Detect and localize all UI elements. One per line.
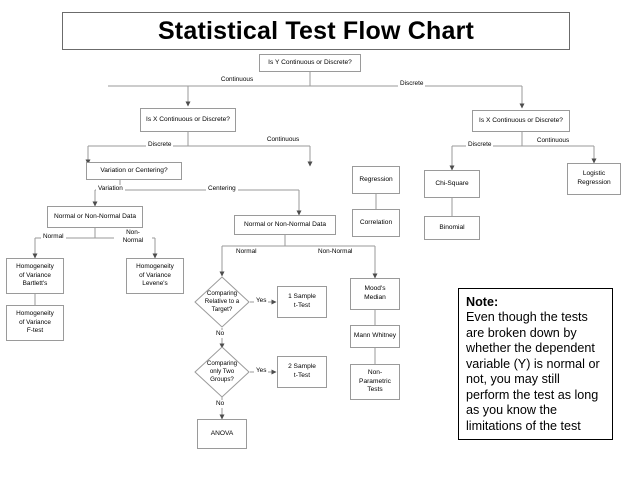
edge-label-groups-no: No xyxy=(214,400,227,408)
edge-label-y-discrete: Discrete xyxy=(398,80,426,88)
edge-label-center-normal: Normal xyxy=(234,248,259,256)
node-x-continuous-or-discrete-left[interactable]: Is X Continuous or Discrete? xyxy=(140,108,236,132)
node-homogeneity-variance-bartletts[interactable]: Homogeneity of Variance Bartlett's xyxy=(6,258,64,294)
node-non-parametric-tests[interactable]: Non- Parametric Tests xyxy=(350,364,400,400)
diamond-shape xyxy=(194,346,250,398)
diamond-label: Comparing only Two Groups? xyxy=(206,359,238,384)
diamond-label: Comparing Relative to a Target? xyxy=(204,289,240,314)
note-text: Even though the tests are broken down by… xyxy=(466,310,600,433)
node-comparing-relative-to-target[interactable]: Comparing Relative to a Target? xyxy=(194,276,250,328)
note-title: Note: xyxy=(466,295,499,309)
node-x-continuous-or-discrete-right[interactable]: Is X Continuous or Discrete? xyxy=(472,110,570,132)
edge-label-x-right-discrete: Discrete xyxy=(466,141,494,149)
edge-label-groups-yes: Yes xyxy=(254,367,269,375)
node-regression[interactable]: Regression xyxy=(352,166,400,194)
edge-label-center-non-normal: Non-Normal xyxy=(316,248,355,256)
node-logistic-regression[interactable]: Logistic Regression xyxy=(567,163,621,195)
diamond-shape xyxy=(194,276,250,328)
node-anova[interactable]: ANOVA xyxy=(197,419,247,449)
node-normal-or-non-normal-center[interactable]: Normal or Non-Normal Data xyxy=(234,215,336,235)
node-comparing-only-two-groups[interactable]: Comparing only Two Groups? xyxy=(194,346,250,398)
edge-label-target-yes: Yes xyxy=(254,297,269,305)
edge-label-left-normal: Normal xyxy=(41,233,66,241)
node-chi-square[interactable]: Chi-Square xyxy=(424,170,480,198)
node-correlation[interactable]: Correlation xyxy=(352,209,400,237)
chart-title-box: Statistical Test Flow Chart xyxy=(62,12,570,50)
edge-label-x-left-discrete: Discrete xyxy=(146,141,174,149)
node-one-sample-t-test[interactable]: 1 Sample t-Test xyxy=(277,286,327,318)
node-homogeneity-variance-ftest[interactable]: Homogeneity of Variance F-test xyxy=(6,305,64,341)
node-mann-whitney[interactable]: Mann Whitney xyxy=(350,325,400,348)
node-moods-median[interactable]: Mood's Median xyxy=(350,278,400,310)
edge-label-variation: Variation xyxy=(96,185,125,193)
edge-label-x-right-continuous: Continuous xyxy=(532,137,574,145)
edge-label-y-continuous: Continuous xyxy=(216,76,258,84)
node-y-continuous-or-discrete[interactable]: Is Y Continuous or Discrete? xyxy=(259,54,361,72)
edge-label-target-no: No xyxy=(214,330,227,338)
edge-label-x-left-continuous: Continuous xyxy=(262,136,304,144)
node-two-sample-t-test[interactable]: 2 Sample t-Test xyxy=(277,356,327,388)
node-homogeneity-variance-levenes[interactable]: Homogeneity of Variance Levene's xyxy=(126,258,184,294)
page-title: Statistical Test Flow Chart xyxy=(157,16,475,45)
edge-label-left-non-normal: Non-Normal xyxy=(114,229,152,245)
edge-label-centering: Centering xyxy=(206,185,238,193)
node-binomial[interactable]: Binomial xyxy=(424,216,480,240)
node-variation-or-centering[interactable]: Variation or Centering? xyxy=(86,162,182,180)
node-normal-or-non-normal-left[interactable]: Normal or Non-Normal Data xyxy=(47,206,143,228)
note-box: Note: Even though the tests are broken d… xyxy=(458,288,613,440)
